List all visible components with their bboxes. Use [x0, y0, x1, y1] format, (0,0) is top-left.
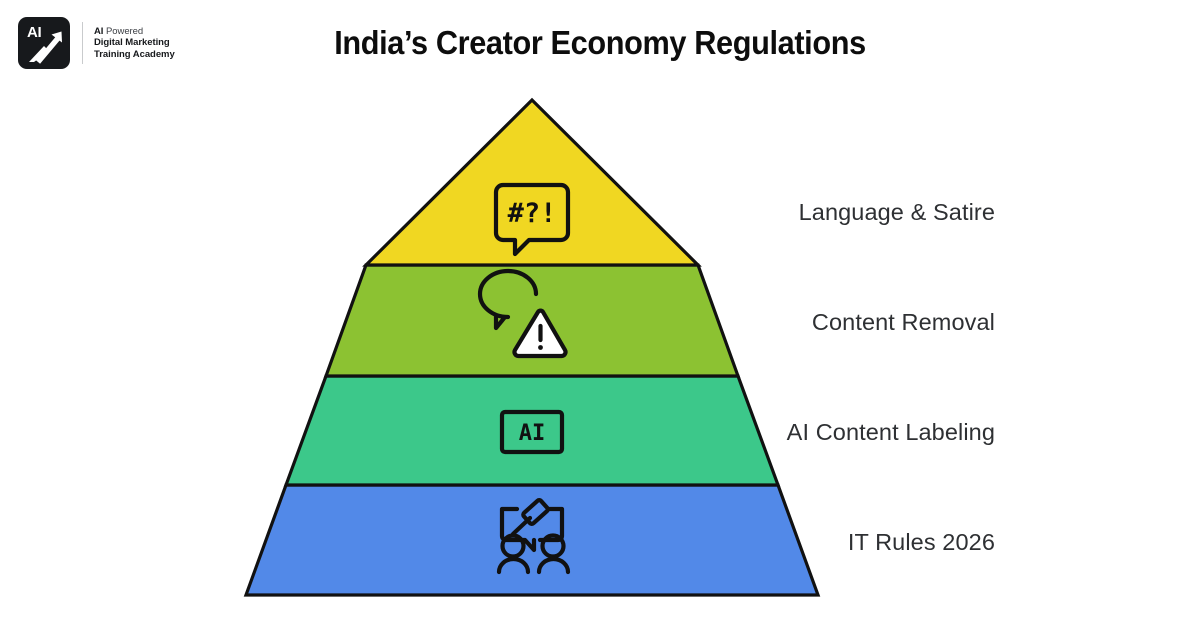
brand-logo: AI AI Powered Digital Marketing Training… — [18, 17, 175, 69]
tier-label-language-satire: Language & Satire — [798, 199, 995, 225]
logo-line-1: AI Powered — [94, 25, 144, 37]
ai-badge-text: AI — [519, 421, 546, 446]
gavel-people-icon — [496, 498, 571, 575]
logo-line-3: Training Academy — [94, 48, 175, 60]
tier-label-ai-labeling: AI Content Labeling — [786, 419, 995, 445]
speech-bubble-symbols-icon: #?! — [493, 182, 571, 257]
pyramid-tier-language-satire[interactable] — [362, 97, 702, 267]
tier-label-content-removal: Content Removal — [811, 309, 995, 335]
ai-badge-icon: AI — [499, 409, 565, 455]
logo-line-2: Digital Marketing — [94, 37, 170, 49]
logo-wordmark: AI Powered Digital Marketing Training Ac… — [94, 26, 175, 61]
logo-divider — [82, 22, 83, 64]
logo-mark-text: AI — [27, 24, 42, 41]
speech-bubble-symbols-text: #?! — [508, 198, 557, 229]
page-title: India’s Creator Economy Regulations — [334, 24, 866, 61]
upward-arrow-icon — [29, 31, 62, 64]
tier-label-it-rules: IT Rules 2026 — [847, 529, 995, 555]
logo-mark: AI — [18, 17, 70, 69]
speech-bubble-warning-icon — [477, 268, 568, 359]
